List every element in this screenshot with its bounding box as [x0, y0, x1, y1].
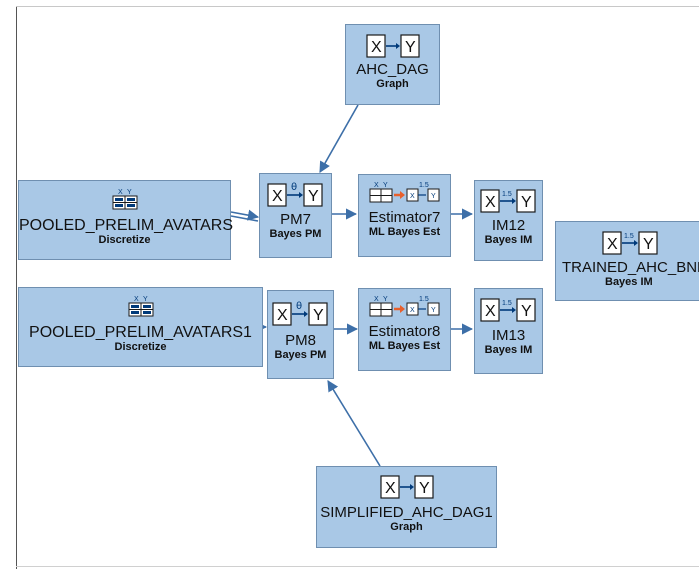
- svg-text:1.5: 1.5: [419, 182, 429, 189]
- node-pooled-prelim-avatars[interactable]: X Y POOLED_PRELIM_AVATARS Discretize: [18, 180, 233, 260]
- svg-text:1.5: 1.5: [502, 191, 512, 198]
- bayes-im-icon: X 1.5 Y: [479, 189, 536, 213]
- node-simplified-ahc-dag1[interactable]: X Y SIMPLIFIED_AHC_DAG1 Graph: [316, 466, 497, 548]
- node-im13[interactable]: X 1.5 Y IM13 Bayes IM: [474, 288, 543, 374]
- node-title: AHC_DAG: [356, 61, 429, 78]
- svg-text:X: X: [371, 39, 382, 56]
- node-title: IM13: [491, 327, 526, 344]
- estimator-icon: X Y X 1.5 Y: [369, 182, 439, 203]
- svg-text:Y: Y: [308, 188, 319, 205]
- svg-text:θ: θ: [291, 182, 297, 193]
- node-subtitle: ML Bayes Est: [368, 340, 441, 352]
- svg-text:X: X: [385, 480, 396, 497]
- svg-text:X: X: [134, 296, 139, 303]
- svg-text:Y: Y: [431, 307, 436, 314]
- svg-text:Y: Y: [405, 39, 416, 56]
- node-title: POOLED_PRELIM_AVATARS1: [29, 324, 252, 341]
- svg-text:X: X: [272, 188, 283, 205]
- node-pm8[interactable]: X θ Y PM8 Bayes PM: [267, 290, 334, 379]
- svg-text:1.5: 1.5: [419, 296, 429, 303]
- svg-text:Y: Y: [419, 480, 430, 497]
- node-subtitle: Bayes IM: [605, 276, 653, 288]
- svg-text:X: X: [485, 194, 496, 211]
- node-trained-ahc-bnm[interactable]: X 1.5 Y TRAINED_AHC_BNM Bayes IM: [555, 221, 699, 301]
- node-subtitle: Discretize: [98, 234, 151, 246]
- node-subtitle: Discretize: [114, 341, 167, 353]
- canvas-border-top: [16, 6, 699, 7]
- svg-text:θ: θ: [296, 301, 302, 312]
- node-subtitle: Graph: [376, 78, 409, 90]
- node-title: IM12: [491, 217, 526, 234]
- graph-icon: X Y: [379, 475, 434, 499]
- estimator-icon: X Y X 1.5 Y: [369, 296, 439, 317]
- canvas-border-left: [16, 6, 17, 569]
- svg-text:Y: Y: [521, 303, 532, 320]
- svg-text:Y: Y: [127, 189, 132, 196]
- discretize-icon: X Y: [128, 296, 153, 317]
- node-ahc-dag[interactable]: X Y AHC_DAG Graph: [345, 24, 440, 105]
- svg-text:X: X: [410, 193, 415, 200]
- node-im12[interactable]: X 1.5 Y IM12 Bayes IM: [474, 180, 543, 261]
- svg-text:Y: Y: [521, 194, 532, 211]
- node-title: TRAINED_AHC_BNM: [562, 259, 699, 276]
- svg-text:Y: Y: [313, 307, 324, 324]
- node-title: SIMPLIFIED_AHC_DAG1: [320, 504, 493, 521]
- svg-text:X: X: [410, 307, 415, 314]
- canvas-border-bottom: [16, 566, 699, 567]
- node-subtitle: Graph: [390, 521, 423, 533]
- node-subtitle: ML Bayes Est: [368, 226, 441, 238]
- svg-text:Y: Y: [383, 296, 388, 303]
- node-subtitle: Bayes PM: [269, 228, 322, 240]
- graph-icon: X Y: [365, 34, 420, 58]
- bayes-im-icon: X 1.5 Y: [602, 231, 658, 255]
- edge-ahc-dag-to-pm7[interactable]: [319, 104, 359, 173]
- node-title: Estimator7: [368, 209, 441, 226]
- node-pooled-prelim-avatars1[interactable]: X Y POOLED_PRELIM_AVATARS1 Discretize: [18, 287, 263, 367]
- svg-text:X: X: [374, 296, 379, 303]
- svg-text:X: X: [485, 303, 496, 320]
- discretize-icon: X Y: [112, 189, 137, 210]
- bayes-im-icon: X 1.5 Y: [479, 298, 536, 322]
- node-title: PM8: [285, 332, 316, 349]
- node-estimator7[interactable]: X Y X 1.5 Y Estimator7 ML Bayes Est: [358, 174, 451, 257]
- edge-pooled-to-pm7[interactable]: [230, 209, 260, 221]
- node-title: PM7: [280, 211, 311, 228]
- node-estimator8[interactable]: X Y X 1.5 Y Estimator8 ML Bayes Est: [358, 288, 451, 371]
- node-subtitle: Bayes IM: [484, 344, 533, 356]
- svg-text:1.5: 1.5: [502, 300, 512, 307]
- bayes-pm-icon: X θ Y: [266, 182, 323, 207]
- node-subtitle: Bayes IM: [484, 234, 533, 246]
- svg-text:X: X: [607, 236, 618, 253]
- svg-text:Y: Y: [383, 182, 388, 189]
- node-pm7[interactable]: X θ Y PM7 Bayes PM: [259, 173, 332, 258]
- svg-text:Y: Y: [143, 296, 148, 303]
- svg-text:X: X: [118, 189, 123, 196]
- svg-text:X: X: [277, 307, 288, 324]
- edge-pooled-to-pm7-second[interactable]: [230, 215, 259, 222]
- node-title: Estimator8: [368, 323, 441, 340]
- node-subtitle: Bayes PM: [274, 349, 327, 361]
- svg-text:Y: Y: [643, 236, 654, 253]
- bayes-pm-icon: X θ Y: [271, 301, 328, 326]
- svg-text:X: X: [374, 182, 379, 189]
- svg-text:Y: Y: [431, 193, 436, 200]
- edge-simplified-to-pm8[interactable]: [327, 380, 381, 467]
- svg-text:1.5: 1.5: [624, 233, 634, 240]
- node-title: POOLED_PRELIM_AVATARS: [19, 217, 233, 234]
